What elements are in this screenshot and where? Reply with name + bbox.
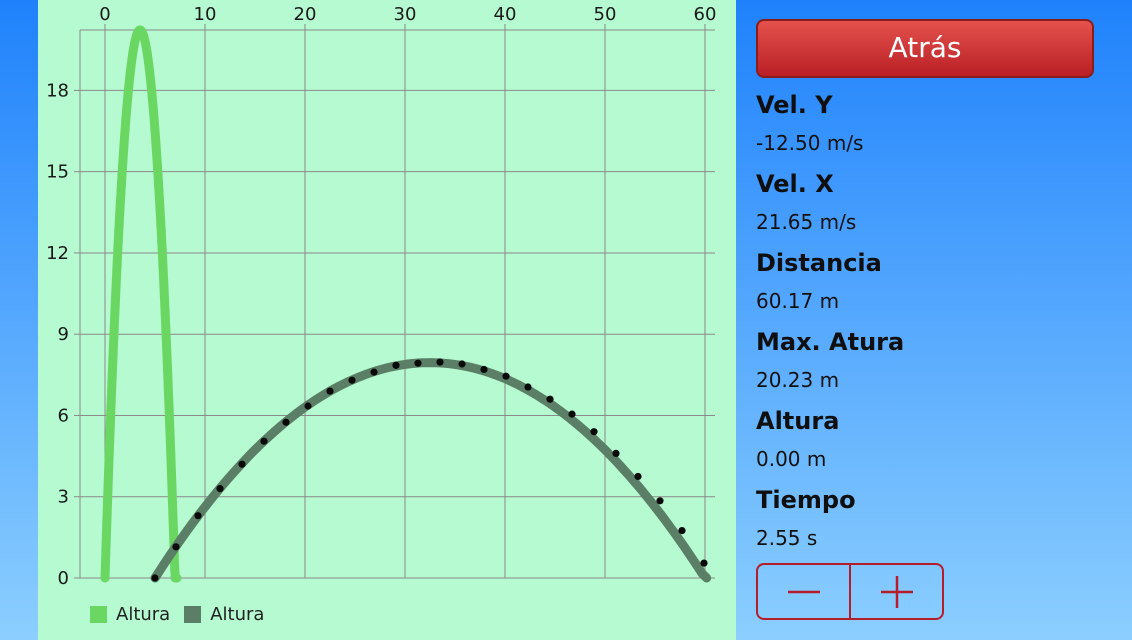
series-altura-2-point [436, 358, 444, 366]
x-tick-label: 0 [99, 4, 110, 25]
stat-value-vel-y: -12.50 m/s [756, 131, 864, 155]
stat-label-vel-y: Vel. Y [756, 91, 833, 119]
side-panel: Atrás Vel. Y -12.50 m/s Vel. X 21.65 m/s… [756, 19, 1094, 620]
series-altura-2-point [458, 360, 466, 368]
series-altura-2-point [216, 485, 224, 493]
legend-swatch-1 [90, 606, 107, 623]
x-tick-label: 50 [594, 4, 617, 25]
series-altura-2-point [370, 368, 378, 376]
series-altura-2-point [326, 387, 334, 395]
y-tick-label: 18 [46, 80, 69, 101]
y-tick-label: 0 [58, 568, 69, 589]
chart-legend: Altura Altura [90, 604, 278, 625]
trajectory-chart: 0 10 20 30 40 50 60 0 3 6 9 12 15 18 [46, 4, 717, 589]
series-altura-2-point [151, 574, 159, 582]
stat-value-distancia: 60.17 m [756, 289, 840, 313]
stat-label-vel-x: Vel. X [756, 170, 834, 198]
y-tick-label: 12 [46, 243, 69, 264]
x-tick-label: 20 [294, 4, 317, 25]
x-tick-label: 30 [394, 4, 417, 25]
series-altura-2-point [238, 460, 246, 468]
legend-item-2: Altura [184, 604, 264, 625]
series-altura-2-point [524, 383, 532, 391]
stat-value-max-altura: 20.23 m [756, 368, 840, 392]
stat-value-vel-x: 21.65 m/s [756, 210, 857, 234]
series-altura-2-point [414, 359, 422, 367]
stepper [756, 563, 944, 620]
x-tick-label: 40 [494, 4, 517, 25]
series-altura-2-point [304, 402, 312, 410]
series-altura-2-point [282, 418, 290, 426]
stat-value-altura: 0.00 m [756, 447, 827, 471]
stepper-divider [849, 565, 851, 618]
series-altura-2-point [260, 437, 268, 445]
legend-label-1: Altura [116, 604, 171, 625]
series-altura-2-point [678, 526, 686, 535]
stat-label-distancia: Distancia [756, 249, 882, 277]
series-altura-2-point [392, 361, 400, 369]
back-button[interactable]: Atrás [756, 19, 1094, 78]
series-altura-2-point [546, 395, 554, 403]
stat-value-tiempo: 2.55 s [756, 526, 818, 550]
x-tick-label: 60 [694, 4, 717, 25]
series-altura-2-point [348, 376, 356, 384]
chart-panel: 0 10 20 30 40 50 60 0 3 6 9 12 15 18 Altura Altura [38, 0, 736, 640]
series-altura-2-point [634, 472, 642, 481]
plus-icon [880, 575, 913, 608]
series-altura-2-point [194, 512, 202, 520]
increment-button[interactable] [851, 565, 942, 618]
series-altura-2-point [700, 559, 708, 567]
decrement-button[interactable] [758, 565, 849, 618]
series-altura-2-point [502, 372, 510, 380]
stat-label-max-altura: Max. Atura [756, 328, 905, 356]
y-tick-label: 9 [58, 324, 69, 345]
legend-label-2: Altura [210, 604, 265, 625]
minus-icon [787, 590, 820, 593]
y-tick-label: 6 [58, 405, 69, 426]
y-tick-label: 3 [58, 487, 69, 508]
series-altura-2-point [590, 428, 598, 436]
series-altura-1-line [100, 25, 182, 583]
stat-label-tiempo: Tiempo [756, 486, 856, 514]
series-altura-2-line [150, 358, 712, 583]
series-altura-2-point [656, 497, 664, 505]
x-tick-label: 10 [194, 4, 217, 25]
stat-label-altura: Altura [756, 407, 840, 435]
series-altura-2-point [480, 365, 488, 374]
series-altura-2-point [612, 449, 620, 457]
y-tick-label: 15 [46, 162, 69, 183]
series-altura-2-point [172, 543, 180, 551]
legend-item-1: Altura [90, 604, 170, 625]
series-altura-2-point [568, 410, 576, 418]
legend-swatch-2 [184, 606, 202, 623]
